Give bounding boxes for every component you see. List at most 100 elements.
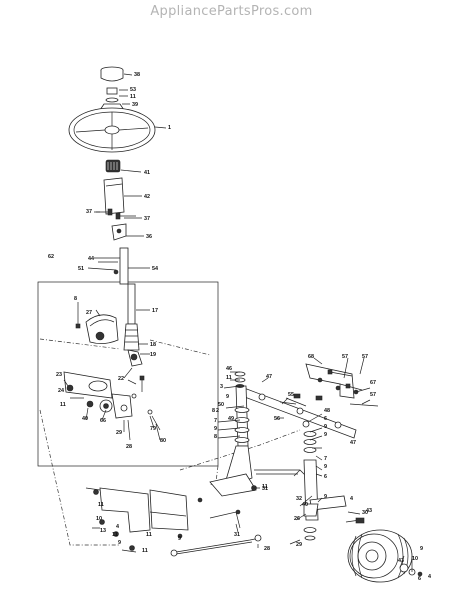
callout-31: 31 (234, 532, 240, 538)
callout-8: 8 (214, 434, 217, 440)
steering-cap (100, 66, 124, 82)
callout-3: 3 (220, 384, 223, 390)
callout-66: 66 (100, 418, 106, 424)
spindle-bottom-washers (303, 527, 317, 541)
steering-support-plate (63, 371, 137, 419)
dashed-assembly-line (39, 338, 211, 356)
dashed-boundary-left (39, 409, 120, 546)
callout-54: 54 (152, 266, 158, 272)
callout-6: 6 (324, 416, 327, 422)
callout-9: 9 (324, 424, 327, 430)
callout-51: 51 (78, 266, 84, 272)
callout-37: 37 (86, 209, 92, 215)
callout-42: 42 (144, 194, 150, 200)
steering-column-cover (103, 177, 125, 215)
callout-48: 48 (324, 408, 330, 414)
callout-9: 9 (178, 536, 181, 542)
callout-57: 57 (342, 354, 348, 360)
callout-18: 18 (150, 342, 156, 348)
callout-9: 9 (324, 464, 327, 470)
lower-steering-shaft (123, 283, 140, 351)
callout-43: 43 (398, 558, 404, 564)
callout-32: 32 (296, 496, 302, 502)
callout-11: 11 (262, 484, 268, 490)
callout-49: 49 (228, 416, 234, 422)
steering-nut (106, 87, 118, 95)
steering-bushing (105, 159, 121, 173)
front-wheel (347, 529, 413, 583)
callout-11: 11 (112, 532, 118, 538)
callout-26: 26 (294, 516, 300, 522)
callout-62: 62 (48, 254, 54, 260)
callout-29: 29 (296, 542, 302, 548)
bracket-bolts (139, 375, 161, 431)
steering-washer (105, 97, 119, 103)
callout-37: 37 (144, 216, 150, 222)
callout-31: 31 (262, 486, 268, 492)
callout-11: 11 (60, 402, 66, 408)
callout-68: 68 (308, 354, 314, 360)
callout-19: 19 (150, 352, 156, 358)
drag-link-end (209, 509, 241, 529)
callout-9: 9 (324, 432, 327, 438)
callout-67: 67 (370, 380, 376, 386)
callout-7: 7 (214, 418, 217, 424)
callout-41: 41 (144, 170, 150, 176)
pinion-gear (127, 349, 143, 367)
callout-80: 80 (160, 438, 166, 444)
callout-55: 55 (288, 392, 294, 398)
callout-8: 8 (212, 408, 215, 414)
callout-29: 29 (116, 430, 122, 436)
callout-22: 22 (118, 376, 124, 382)
callout-56: 56 (274, 416, 280, 422)
callout-40: 40 (82, 416, 88, 422)
sector-gear (85, 314, 119, 344)
callout-10: 10 (412, 556, 418, 562)
spacer-bushing (66, 384, 113, 413)
callout-1: 1 (168, 125, 171, 131)
callout-53: 53 (130, 87, 136, 93)
callout-43: 43 (366, 508, 372, 514)
callout-11: 11 (98, 502, 104, 508)
callout-2: 2 (216, 408, 219, 414)
callout-6: 6 (324, 474, 327, 480)
callout-50: 50 (218, 402, 224, 408)
callout-9: 9 (226, 394, 229, 400)
axle-mount-bracket (305, 363, 359, 399)
callout-9: 9 (420, 546, 423, 552)
steering-wheel (68, 107, 156, 153)
callout-11: 11 (142, 548, 148, 554)
callout-13: 13 (100, 528, 106, 534)
callout-7: 7 (324, 456, 327, 462)
callout-9: 9 (118, 540, 121, 546)
callout-17: 17 (152, 308, 158, 314)
callout-39: 39 (132, 102, 138, 108)
sector-gear-bolt (75, 310, 81, 329)
callout-44: 44 (88, 256, 94, 262)
callout-9: 9 (214, 426, 217, 432)
callout-23: 23 (56, 372, 62, 378)
callout-57: 57 (370, 392, 376, 398)
callout-6: 6 (418, 576, 421, 582)
callout-10: 10 (96, 516, 102, 522)
column-bracket (111, 223, 127, 241)
axle-bolts (327, 369, 379, 407)
callout-30: 30 (362, 510, 368, 516)
callout-9: 9 (324, 494, 327, 500)
callout-47: 47 (266, 374, 272, 380)
callout-11: 11 (226, 375, 232, 381)
callout-4: 4 (116, 524, 119, 530)
wheel-hardware (345, 517, 423, 577)
callout-24: 24 (58, 388, 64, 394)
callout-38: 38 (134, 72, 140, 78)
callout-36: 36 (146, 234, 152, 240)
pivot-bolts (279, 393, 323, 428)
drag-link-rod (170, 534, 262, 557)
callout-28: 28 (264, 546, 270, 552)
callout-11: 11 (146, 532, 152, 538)
callout-8: 8 (74, 296, 77, 302)
callout-28: 28 (126, 444, 132, 450)
callout-57: 57 (362, 354, 368, 360)
